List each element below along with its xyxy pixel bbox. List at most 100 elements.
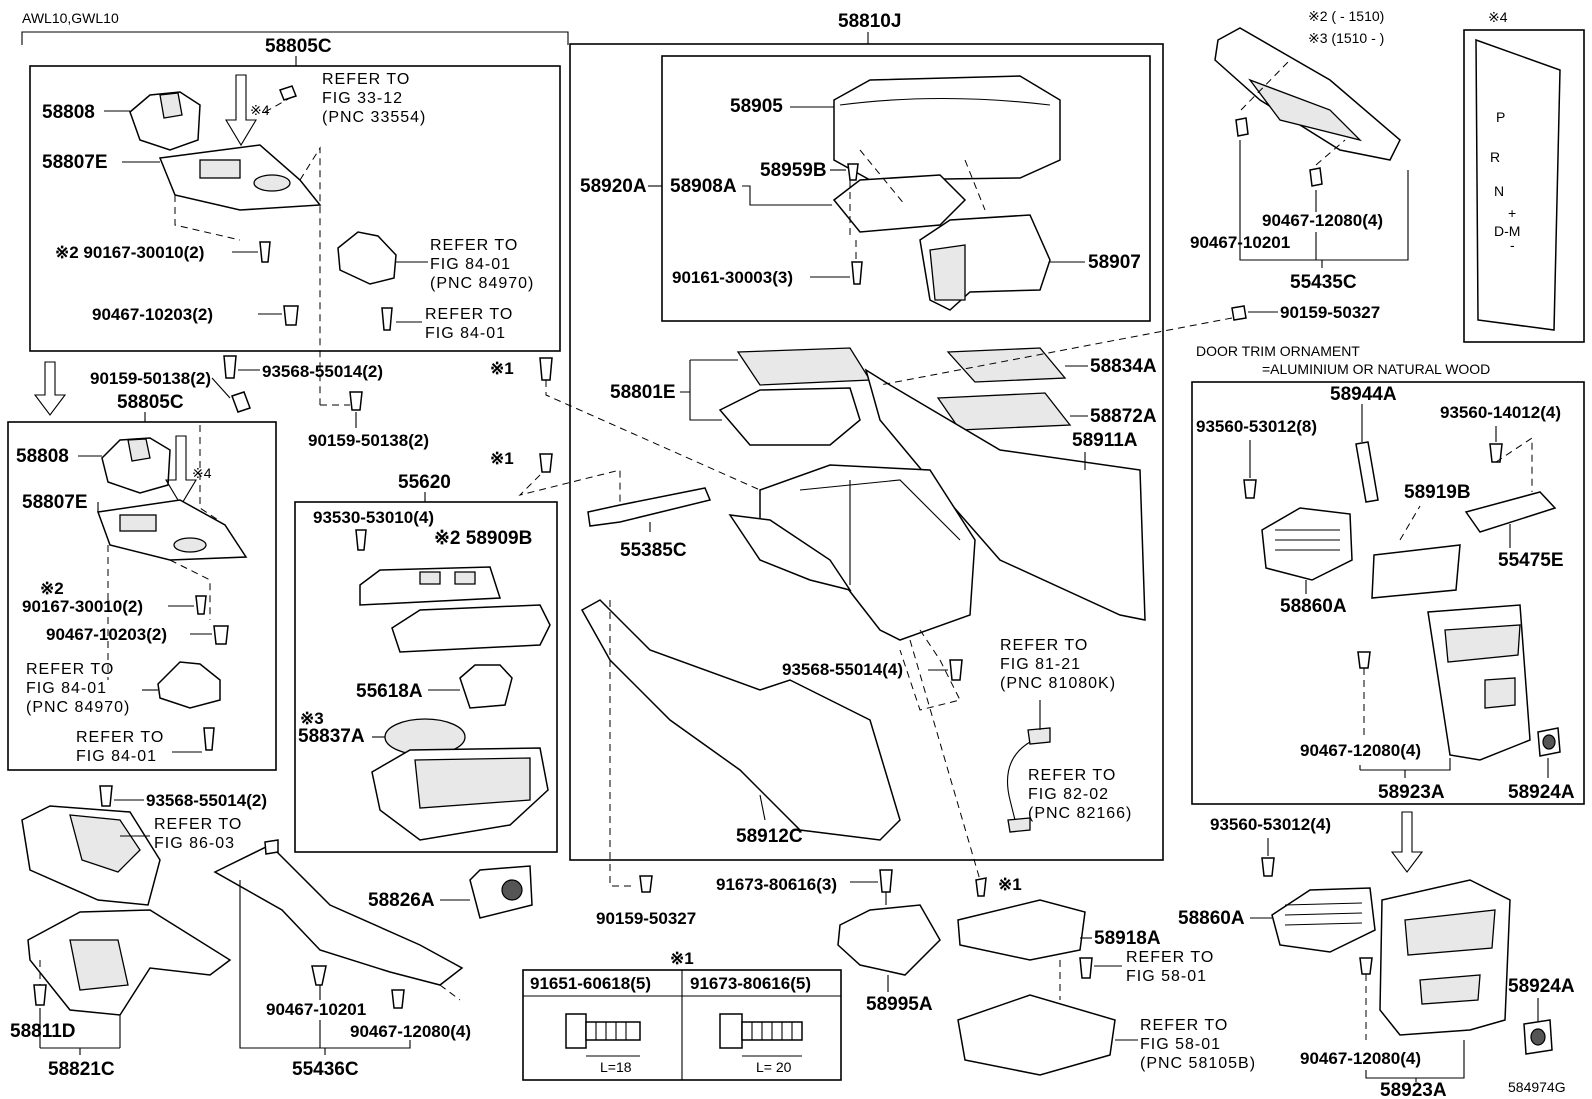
- bracket-58918A: [957, 899, 1086, 961]
- svg-text:FIG 84-01: FIG 84-01: [76, 748, 157, 765]
- side-panel-58912C: [580, 599, 901, 841]
- label-58807E-top: 58807E: [42, 152, 108, 173]
- label-58805C-mid: 58805C: [117, 392, 184, 413]
- arrow-down-right: [1390, 811, 1424, 873]
- svg-text:90467-12080(4): 90467-12080(4): [1300, 741, 1421, 760]
- svg-text:FIG 84-01: FIG 84-01: [425, 325, 506, 342]
- svg-text:FIG 58-01: FIG 58-01: [1140, 1036, 1221, 1053]
- hinge-58908A: [832, 174, 967, 233]
- arrow-down: [225, 74, 257, 147]
- svg-text:58860A: 58860A: [1280, 596, 1347, 617]
- svg-text:55435C: 55435C: [1290, 272, 1357, 293]
- armrest-58905: [833, 75, 1061, 181]
- bolt-col1: 91651-60618(5): [530, 974, 651, 993]
- svg-text:REFER TO: REFER TO: [76, 729, 164, 746]
- svg-text:93560-53012(4): 93560-53012(4): [1210, 815, 1331, 834]
- svg-text:90159-50138(2): 90159-50138(2): [308, 431, 429, 450]
- shift-n: N: [1494, 183, 1504, 199]
- svg-text:58837A: 58837A: [298, 726, 365, 747]
- svg-text:58821C: 58821C: [48, 1059, 115, 1080]
- svg-text:90467-12080(4): 90467-12080(4): [1262, 211, 1383, 230]
- svg-text:90467-10203(2): 90467-10203(2): [46, 625, 167, 644]
- label-90167-30010: ※2 90167-30010(2): [55, 243, 204, 262]
- tray-58801E: [718, 387, 861, 446]
- svg-text:58908A: 58908A: [670, 176, 737, 197]
- svg-text:55385C: 55385C: [620, 540, 687, 561]
- svg-text:REFER TO: REFER TO: [154, 816, 242, 833]
- svg-text:58923A: 58923A: [1380, 1080, 1447, 1099]
- svg-text:L=18: L=18: [600, 1059, 632, 1075]
- panel-58821C: [27, 909, 232, 1016]
- mat-58872A: [936, 392, 1072, 431]
- svg-text:=ALUMINIUM OR NATURAL WOOD: =ALUMINIUM OR NATURAL WOOD: [1262, 361, 1490, 377]
- svg-text:※2: ※2: [40, 579, 64, 598]
- svg-text:※2 58909B: ※2 58909B: [434, 528, 532, 549]
- svg-text:58924A: 58924A: [1508, 782, 1575, 803]
- label-90467-10203-top: 90467-10203(2): [92, 305, 213, 324]
- side-panel-58911A: [864, 368, 1146, 621]
- bolt-col2: 91673-80616(5): [690, 974, 811, 993]
- box-55620: [294, 501, 558, 853]
- svg-text:FIG 86-03: FIG 86-03: [154, 835, 235, 852]
- svg-text:FIG 58-01: FIG 58-01: [1126, 968, 1207, 985]
- svg-text:FIG 81-21: FIG 81-21: [1000, 656, 1081, 673]
- svg-text:※2 ( - 1510): ※2 ( - 1510): [1308, 8, 1384, 24]
- shift-boot-58808-b: [101, 437, 171, 494]
- svg-text:58944A: 58944A: [1330, 384, 1397, 405]
- arrow-down-2: [33, 361, 67, 416]
- switch-84970-mid: [157, 661, 221, 709]
- svg-text:※1: ※1: [490, 359, 514, 378]
- box-58810J: [569, 43, 1164, 861]
- svg-text:58911A: 58911A: [1072, 430, 1138, 451]
- svg-text:REFER TO: REFER TO: [430, 237, 518, 254]
- svg-text:FIG 84-01: FIG 84-01: [26, 680, 107, 697]
- svg-text:※4: ※4: [250, 102, 270, 118]
- svg-text:58923A: 58923A: [1378, 782, 1445, 803]
- model-code: AWL10,GWL10: [22, 10, 119, 26]
- svg-text:90161-30003(3): 90161-30003(3): [672, 268, 793, 287]
- model-bracket: [21, 31, 569, 45]
- mat-58834A: [946, 347, 1067, 383]
- svg-text:90159-50327: 90159-50327: [1280, 303, 1380, 322]
- svg-text:58808: 58808: [16, 446, 69, 467]
- svg-text:※1: ※1: [490, 449, 514, 468]
- shift-plus: +: [1508, 205, 1516, 221]
- switch-58826A: [469, 865, 533, 919]
- rail-55385C: [587, 487, 712, 527]
- svg-text:REFER TO: REFER TO: [1126, 949, 1214, 966]
- svg-text:REFER TO: REFER TO: [1140, 1017, 1228, 1034]
- svg-text:90167-30010(2): 90167-30010(2): [22, 597, 143, 616]
- svg-text:(PNC 84970): (PNC 84970): [26, 699, 130, 716]
- box-58805C-mid: [7, 421, 277, 771]
- svg-text:58807E: 58807E: [22, 492, 88, 513]
- shift-p: P: [1496, 109, 1505, 125]
- shift-plate: [1475, 38, 1561, 331]
- base-58105B: [957, 994, 1116, 1076]
- svg-text:FIG 33-12: FIG 33-12: [322, 90, 403, 107]
- svg-text:※4: ※4: [192, 465, 212, 481]
- svg-text:(PNC 84970): (PNC 84970): [430, 275, 534, 292]
- svg-text:58918A: 58918A: [1094, 928, 1161, 949]
- svg-text:58959B: 58959B: [760, 160, 827, 181]
- connector: [1027, 727, 1051, 745]
- svg-text:90159-50138(2): 90159-50138(2): [90, 369, 211, 388]
- ornament-55475E: [1464, 491, 1557, 533]
- svg-text:L= 20: L= 20: [756, 1059, 792, 1075]
- svg-text:(PNC 33554): (PNC 33554): [322, 109, 426, 126]
- svg-text:55618A: 55618A: [356, 681, 423, 702]
- shift-boot-58808: [129, 91, 201, 151]
- svg-text:FIG 84-01: FIG 84-01: [430, 256, 511, 273]
- svg-text:91673-80616(3): 91673-80616(3): [716, 875, 837, 894]
- svg-text:58919B: 58919B: [1404, 482, 1471, 503]
- svg-text:REFER TO: REFER TO: [1000, 637, 1088, 654]
- bezel-58919B: [1371, 544, 1461, 599]
- svg-text:55620: 55620: [398, 472, 451, 493]
- shift-dm: D-M: [1494, 223, 1520, 239]
- panel-58923A-b: [1379, 879, 1511, 1036]
- svg-text:58912C: 58912C: [736, 826, 803, 847]
- svg-text:58924A: 58924A: [1508, 976, 1575, 997]
- label-58808-top: 58808: [42, 102, 95, 123]
- trim-55436C: [213, 844, 464, 986]
